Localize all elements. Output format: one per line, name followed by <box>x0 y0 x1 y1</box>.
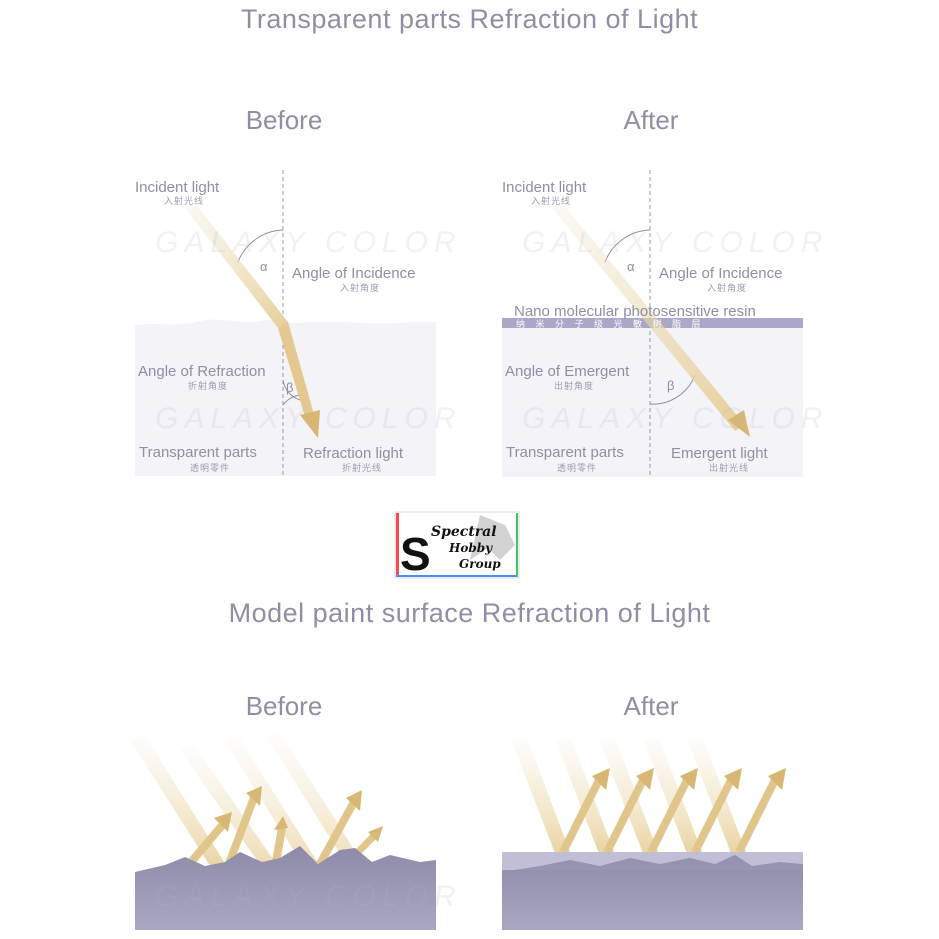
transparent-parts-cn-after: 透明零件 <box>557 463 598 473</box>
angle-of-emergent-label: Angle of Emergent <box>505 363 630 380</box>
incident-light-label-after: Incident light <box>502 179 587 196</box>
angle-of-incidence-cn-after: 入射角度 <box>707 283 748 293</box>
angle-of-emergent-cn: 出射角度 <box>554 381 595 391</box>
transparent-parts-label-after: Transparent parts <box>506 444 624 461</box>
watermark-5: GALAXY COLOR <box>155 880 462 913</box>
logo-line2: Hobby <box>449 541 493 555</box>
transparent-parts-label: Transparent parts <box>139 444 257 461</box>
alpha-arc-after <box>604 229 651 263</box>
bottom-title: Model paint surface Refraction of Light <box>228 598 711 628</box>
resin-label: Nano molecular photosensitive resin <box>514 303 756 320</box>
transparent-after-panel <box>502 170 803 477</box>
mech-figure-icon <box>470 515 515 560</box>
alpha-arc <box>237 229 284 263</box>
logo-s-glyph: S <box>400 528 431 580</box>
incident-beam <box>185 203 288 328</box>
alpha-label: α <box>260 259 268 274</box>
incoming-rays-before <box>130 732 358 872</box>
refraction-arrowhead <box>300 410 320 438</box>
incident-light-label: Incident light <box>135 179 220 196</box>
watermark-2: GALAXY COLOR <box>155 402 462 435</box>
angle-of-refraction-label: Angle of Refraction <box>138 363 266 380</box>
panel-after-label: After <box>623 105 679 135</box>
panel-after-label-bottom: After <box>623 691 679 721</box>
refraction-light-label: Refraction light <box>303 445 404 462</box>
logo-line1: Spectral <box>431 524 497 540</box>
emergent-light-cn: 出射光线 <box>709 463 750 473</box>
reflected-rays-after <box>559 768 786 854</box>
watermark-1: GALAXY COLOR <box>155 226 462 259</box>
alpha-label-after: α <box>627 259 635 274</box>
emergent-light-label: Emergent light <box>671 445 768 462</box>
transparent-parts-cn: 透明零件 <box>190 463 231 473</box>
angle-of-incidence-label-after: Angle of Incidence <box>659 265 783 282</box>
emergent-arrowhead <box>728 410 750 437</box>
incoming-rays-after <box>512 738 746 856</box>
angle-of-incidence-cn: 入射角度 <box>340 283 381 293</box>
angle-of-incidence-label: Angle of Incidence <box>292 265 416 282</box>
transparent-before-panel <box>135 170 436 476</box>
rough-paint-surface <box>135 846 436 930</box>
resin-cn: 纳 米 分 子 级 光 敏 树 脂 层 <box>516 319 705 329</box>
refraction-beam <box>278 322 315 420</box>
spectral-hobby-logo: S <box>394 511 520 580</box>
watermark-4: GALAXY COLOR <box>522 402 829 435</box>
logo-line3: Group <box>459 557 501 571</box>
panel-before-label-bottom: Before <box>245 691 323 721</box>
angle-of-refraction-cn: 折射角度 <box>188 381 229 391</box>
incident-light-cn-after: 入射光线 <box>531 196 572 206</box>
refraction-light-cn: 折射光线 <box>342 463 383 473</box>
emergent-beam <box>552 203 745 431</box>
watermark-3: GALAXY COLOR <box>522 226 829 259</box>
paint-before-panel <box>130 732 436 930</box>
beta-arc-after <box>649 374 696 405</box>
incident-light-cn: 入射光线 <box>164 196 205 206</box>
paint-after-panel <box>502 738 803 930</box>
panel-before-label: Before <box>245 105 323 135</box>
beta-label: β <box>286 380 294 395</box>
top-title: Transparent parts Refraction of Light <box>240 4 699 34</box>
beta-label-after: β <box>667 378 675 393</box>
